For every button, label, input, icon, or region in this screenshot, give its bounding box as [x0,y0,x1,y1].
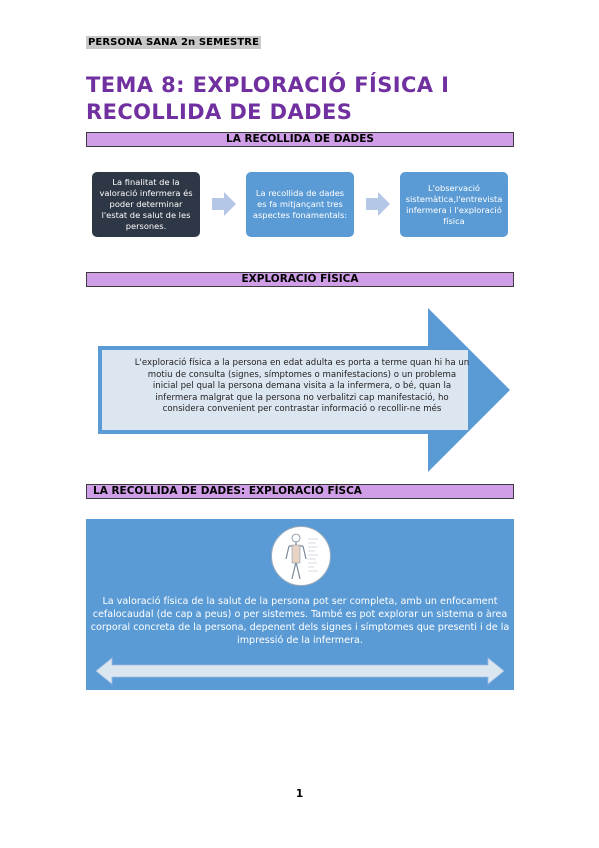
big-arrow-shape [98,308,510,472]
flow-arrow-icon [366,192,390,216]
section-heading-exploracio-fisica: LA RECOLLIDA DE DADES: EXPLORACIÓ FÍSCA [86,484,514,499]
body-figure-icon [271,526,331,586]
flow-box-text: La recollida de dades es fa mitjançant t… [252,188,348,220]
running-header: PERSONA SANA 2n SEMESTRE [86,36,262,49]
panel-text: La valoració física de la salut de la pe… [90,596,510,646]
page-title-line-1: TEMA 8: EXPLORACIÓ FÍSICA I [86,73,450,97]
arrow-text: L'exploració física a la persona en edat… [134,358,470,414]
flow-box-aspectes: La recollida de dades es fa mitjançant t… [246,172,354,237]
flow-box-text: L'observació sistemàtica,l'entrevista in… [405,182,503,226]
double-arrow-icon [96,657,504,685]
page-title: TEMA 8: EXPLORACIÓ FÍSICA I RECOLLIDA DE… [86,72,526,126]
page-number: 1 [295,788,304,800]
section-heading-recollida: LA RECOLLIDA DE DADES [86,132,514,147]
flow-box-observacio: L'observació sistemàtica,l'entrevista in… [400,172,508,237]
flow-box-text: La finalitat de la valoració infermera é… [99,177,193,231]
flow-arrow-icon [212,192,236,216]
page-title-line-2: RECOLLIDA DE DADES [86,100,353,124]
flow-box-finalitat: La finalitat de la valoració infermera é… [92,172,200,237]
section-heading-exploracio: EXPLORACIÓ FÍSICA [86,272,514,287]
